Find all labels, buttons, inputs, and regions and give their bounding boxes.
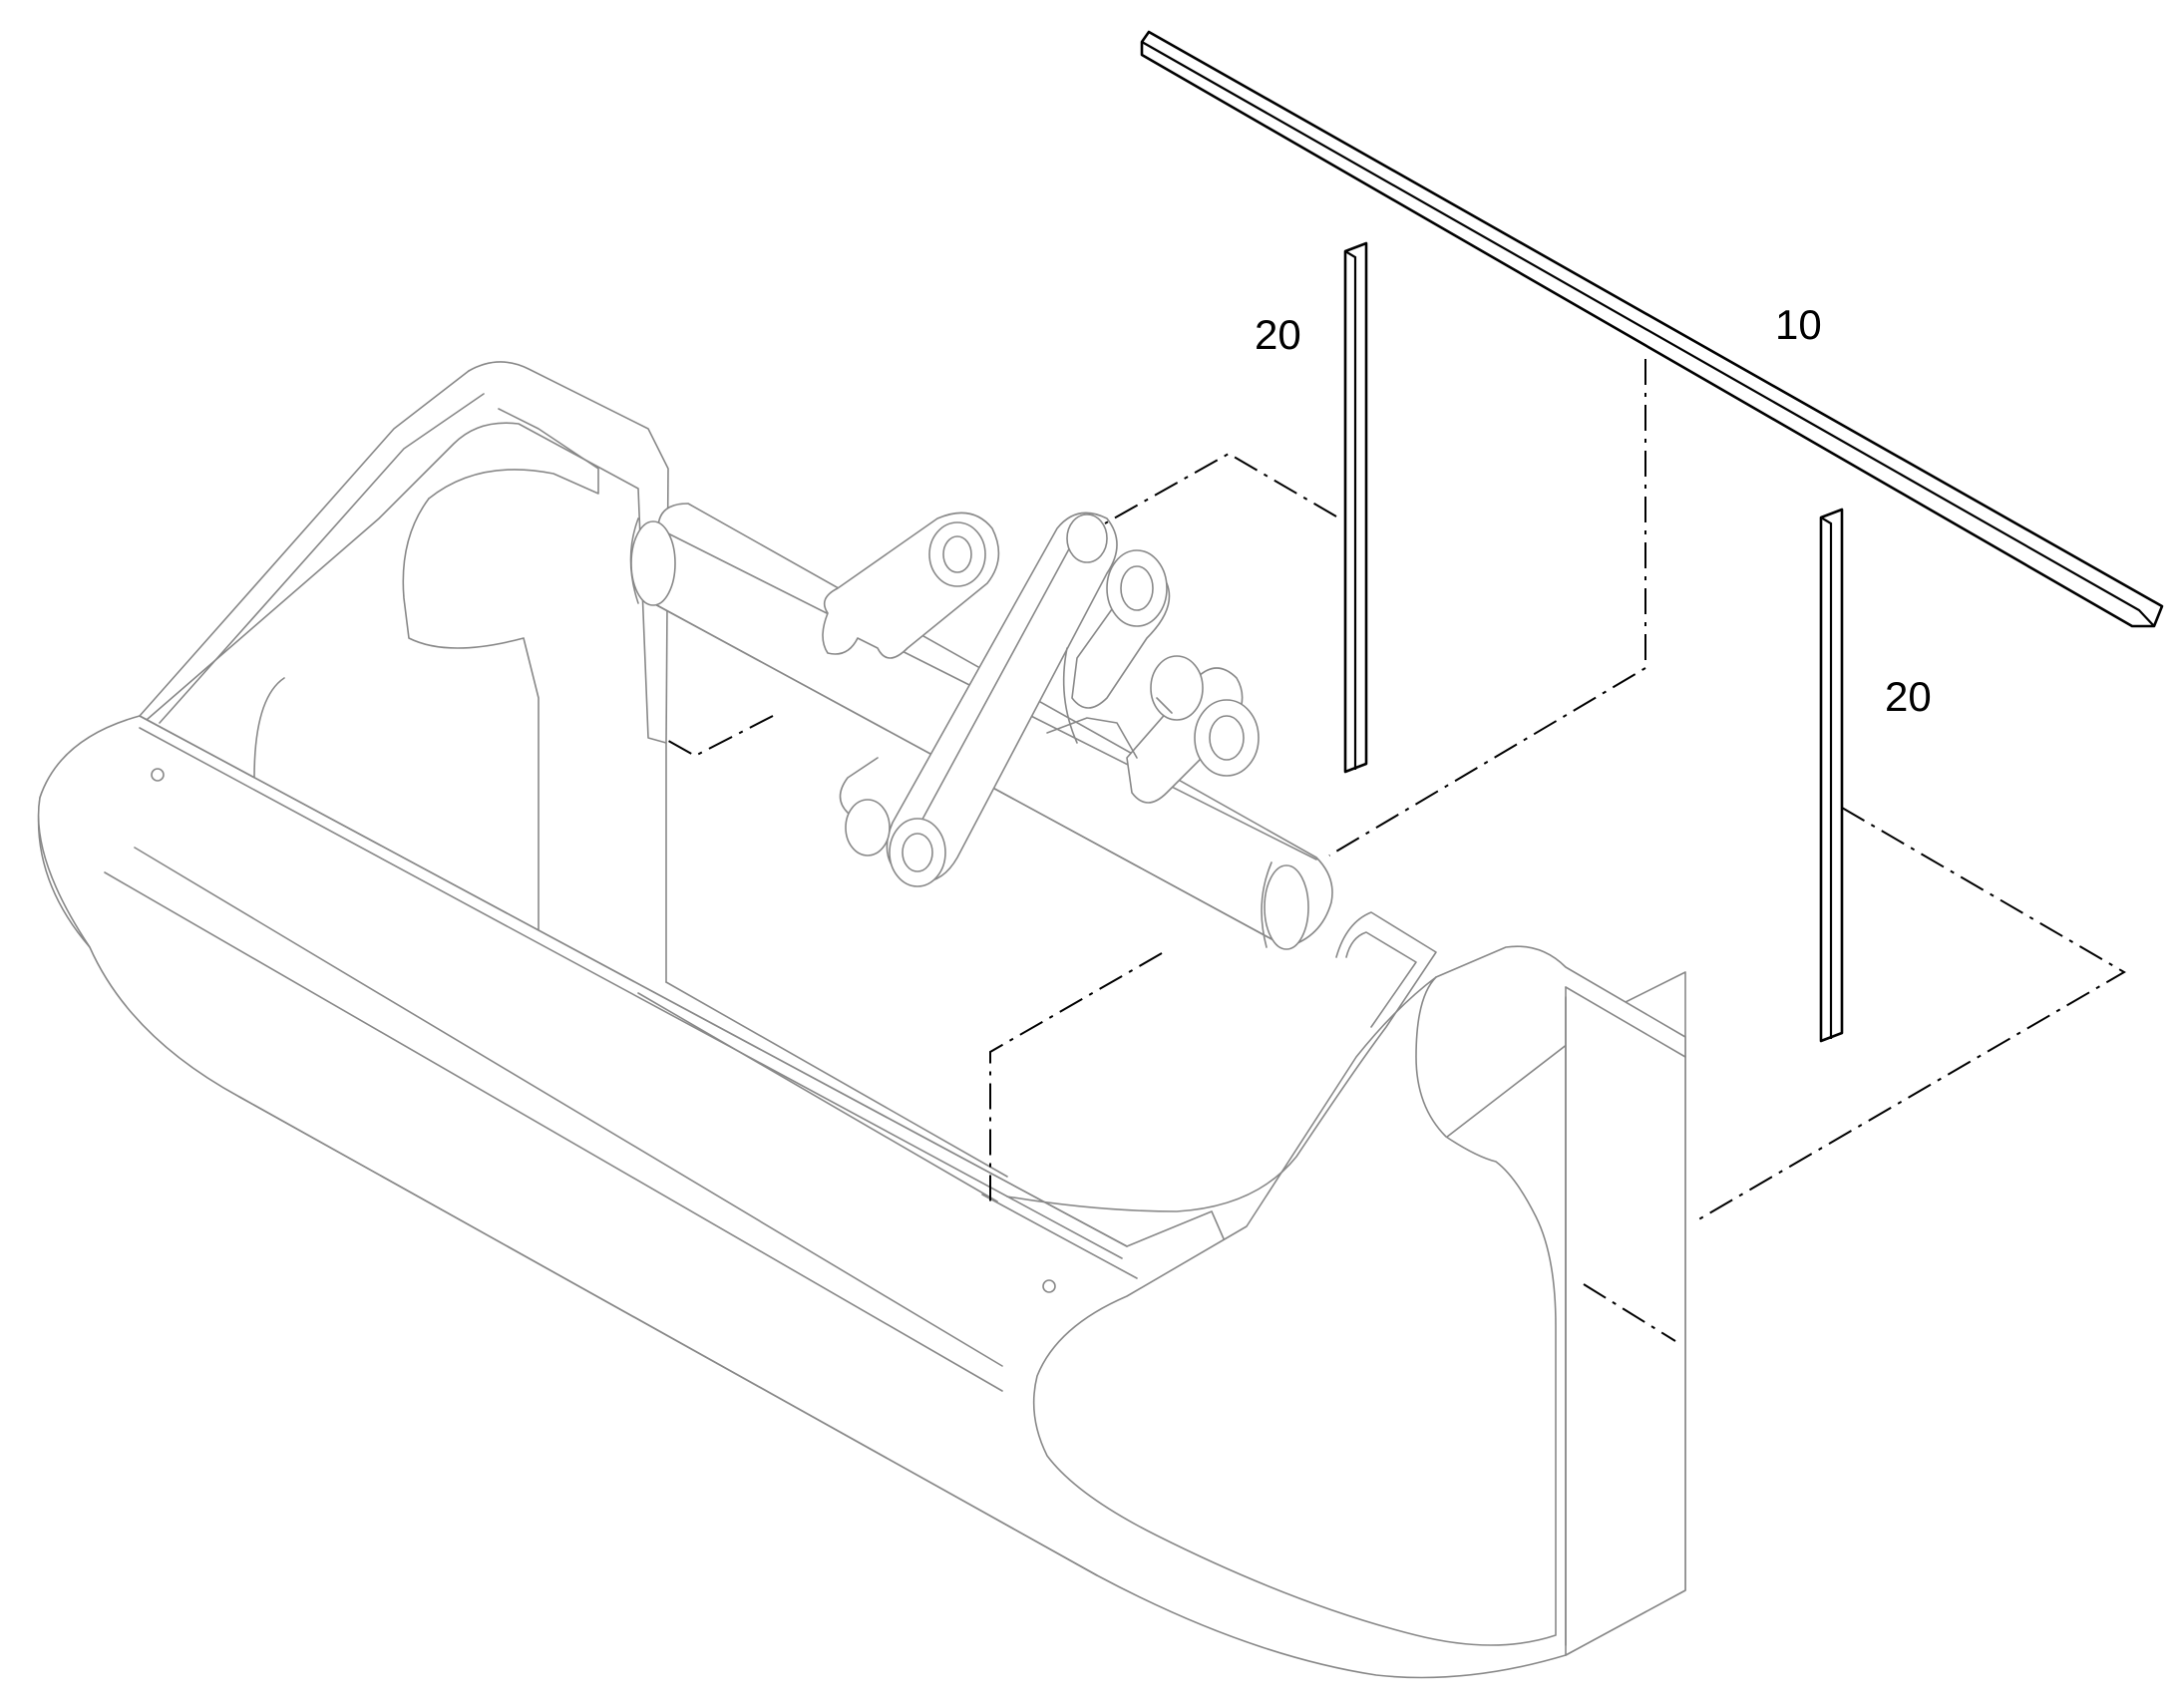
assembly-line-left-strip: [1104, 452, 1337, 524]
callout-20-left: 20: [1255, 311, 1301, 358]
assembly-line-right-strip: [1694, 807, 2126, 1222]
shaft-collar-right: [1264, 864, 1309, 950]
shaft-collar-left: [630, 520, 676, 606]
strip-20-right: [1819, 508, 1844, 1043]
hole-right: [1042, 1279, 1056, 1293]
callout-20-right: 20: [1885, 673, 1932, 720]
strip-20-left: [1343, 241, 1368, 774]
hole-left: [151, 768, 165, 782]
assembly-line-long-strip: [1328, 359, 1646, 856]
bucket-assembly: [37, 361, 1686, 1679]
link-plate: [886, 512, 1118, 883]
strip-10: [1140, 30, 2164, 628]
bucket-right-side-plate: [1435, 945, 1686, 1656]
assembly-lines: [662, 359, 2126, 1342]
callout-10: 10: [1775, 301, 1822, 348]
